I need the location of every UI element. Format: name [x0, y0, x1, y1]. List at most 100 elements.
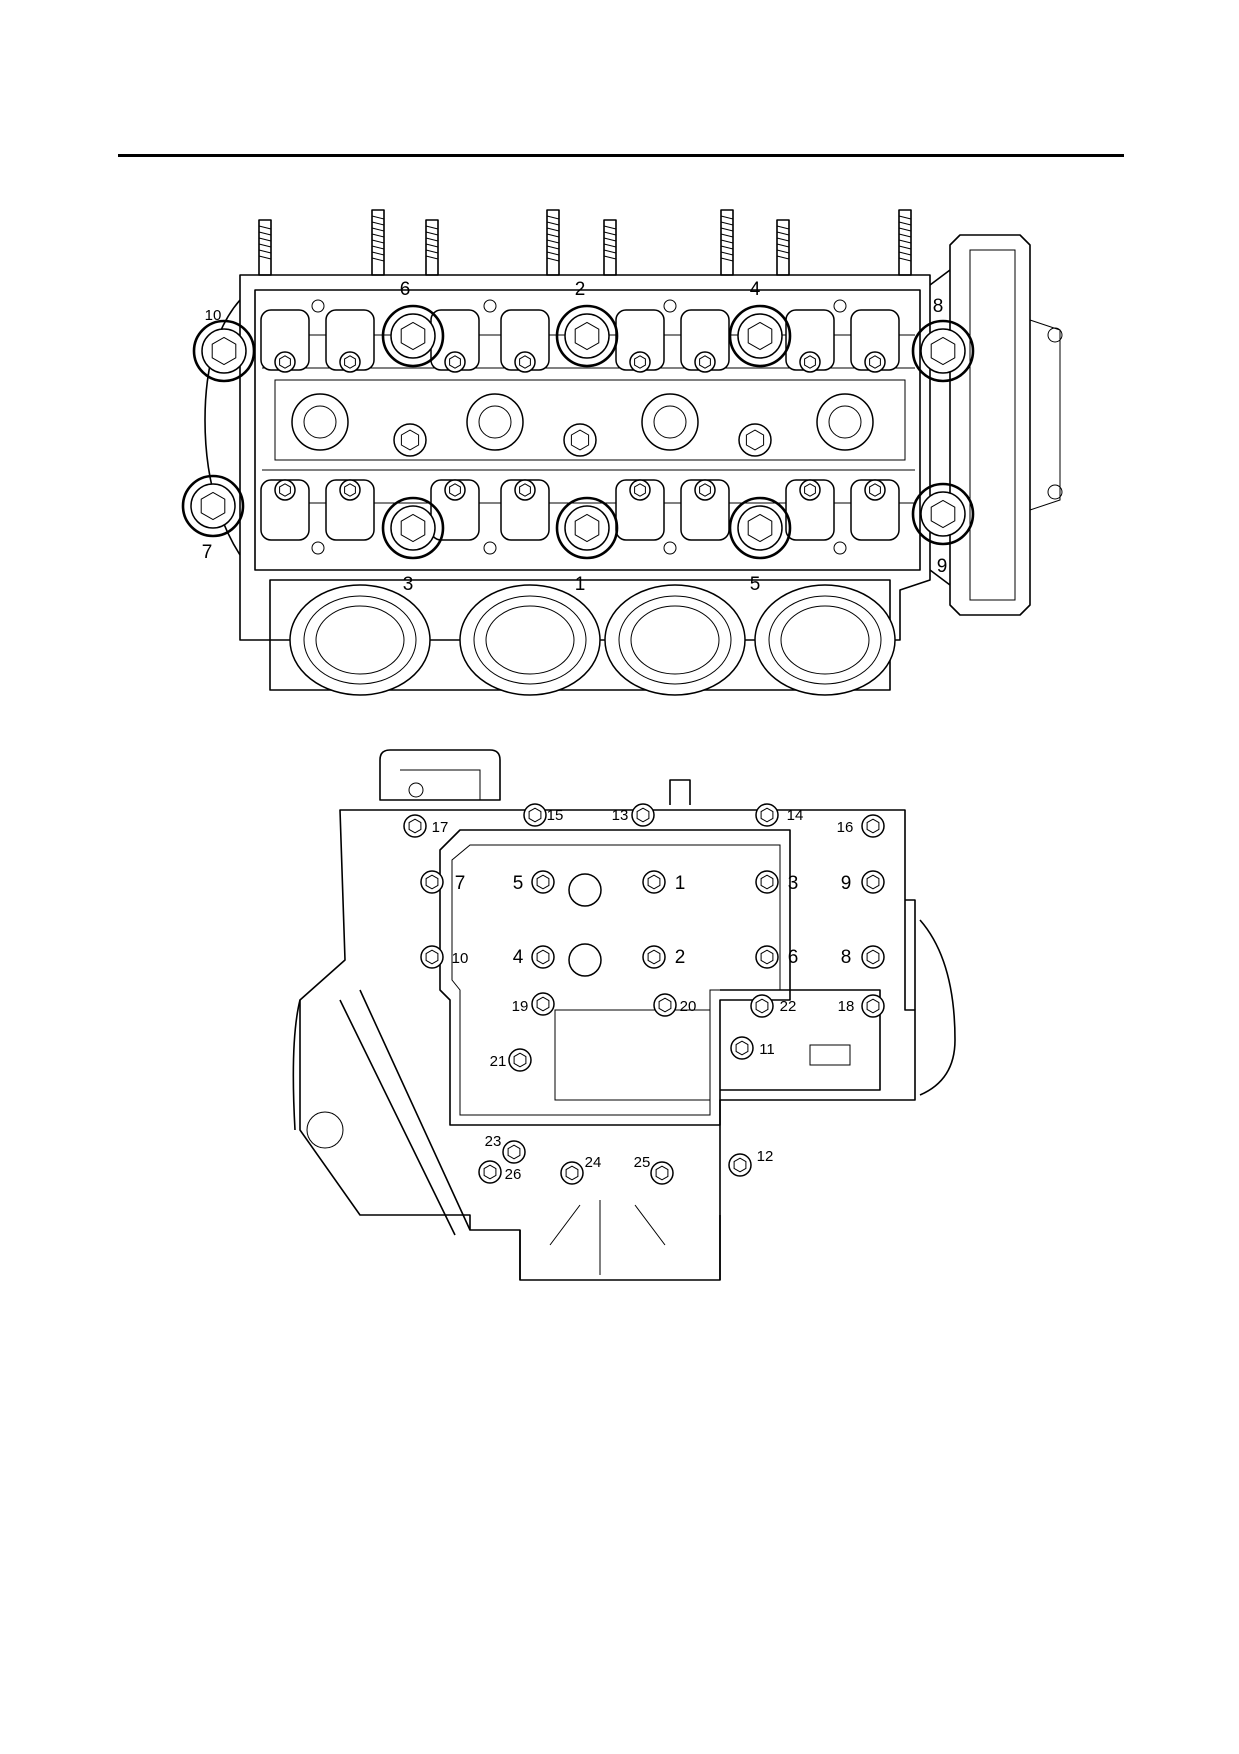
cam-cap-nut	[629, 351, 651, 373]
cam-cap-nut	[864, 479, 886, 501]
center-bolt	[563, 423, 597, 457]
head-callout-4: 4	[750, 279, 761, 300]
crankcase-callout-10: 10	[452, 950, 469, 967]
spark-plug-well	[466, 393, 524, 451]
head-callout-2: 2	[575, 279, 586, 300]
crankcase-callout-17: 17	[432, 819, 449, 836]
crankcase-bolt-9	[861, 870, 885, 894]
center-bolt	[738, 423, 772, 457]
crankcase-callout-13: 13	[612, 807, 629, 824]
head-bolt-ring-6	[381, 304, 445, 368]
crankcase-bolt-16	[861, 814, 885, 838]
intake-port	[459, 584, 601, 696]
intake-port	[604, 584, 746, 696]
cam-cap-nut	[864, 351, 886, 373]
intake-port	[754, 584, 896, 696]
crankcase-callout-24: 24	[585, 1154, 602, 1171]
header-rule	[118, 154, 1124, 157]
crankcase-callout-2: 2	[675, 947, 686, 968]
crankcase-callout-12: 12	[757, 1148, 774, 1165]
crankcase-bolt-23	[502, 1140, 526, 1164]
crankcase-callout-6: 6	[788, 947, 799, 968]
crankcase-callout-11: 11	[759, 1041, 775, 1058]
crankcase-bolt-12	[728, 1153, 752, 1177]
head-bolt-4	[737, 313, 783, 359]
crankcase-callout-4: 4	[513, 947, 524, 968]
head-callout-3: 3	[403, 574, 414, 595]
cam-cap-nut	[799, 351, 821, 373]
head-bolt-ring-5	[728, 496, 792, 560]
crankcase-callout-14: 14	[787, 807, 804, 824]
crankcase-callout-26: 26	[505, 1166, 522, 1183]
head-bolt-6	[390, 313, 436, 359]
crankcase-bolt-21	[508, 1048, 532, 1072]
head-bolt-3	[390, 505, 436, 551]
head-bolt-8	[920, 328, 966, 374]
crankcase-bolt-17	[403, 814, 427, 838]
intake-port	[289, 584, 431, 696]
head-bolt-7	[190, 483, 236, 529]
head-bolt-ring-9	[911, 482, 975, 546]
crankcase-bolt-22	[750, 994, 774, 1018]
crankcase-callout-3: 3	[788, 873, 799, 894]
crankcase-bolt-5	[531, 870, 555, 894]
crankcase-bolt-10	[420, 945, 444, 969]
crankcase-callout-20: 20	[680, 998, 697, 1015]
crankcase-bolt-13	[631, 803, 655, 827]
head-callout-1: 1	[575, 574, 586, 595]
crankcase-callout-7: 7	[455, 873, 466, 894]
head-bolt-ring-10	[192, 319, 256, 383]
crankcase-bolt-25	[650, 1161, 674, 1185]
crankcase-bolt-24	[560, 1161, 584, 1185]
head-bolt-ring-7	[181, 474, 245, 538]
head-bolt-9	[920, 491, 966, 537]
crankcase-bolt-8	[861, 945, 885, 969]
head-bolt-ring-1	[555, 496, 619, 560]
head-callout-5: 5	[750, 574, 761, 595]
head-callout-7: 7	[202, 542, 213, 563]
crankcase-bolt-1	[642, 870, 666, 894]
crankcase-bolt-7	[420, 870, 444, 894]
spark-plug-well	[291, 393, 349, 451]
crankcase-callout-5: 5	[513, 873, 524, 894]
crankcase-bolt-20	[653, 993, 677, 1017]
head-bolt-ring-4	[728, 304, 792, 368]
crankcase-callout-16: 16	[837, 819, 854, 836]
crankcase-drawing	[292, 749, 956, 1281]
crankcase-callout-9: 9	[841, 873, 852, 894]
cylinder-head-drawing	[204, 209, 1063, 696]
center-bolt	[393, 423, 427, 457]
cam-cap-nut	[514, 479, 536, 501]
crankcase-bolt-15	[523, 803, 547, 827]
head-bolt-2	[564, 313, 610, 359]
crankcase-callout-19: 19	[512, 998, 529, 1015]
head-bolt-ring-2	[555, 304, 619, 368]
spark-plug-well	[641, 393, 699, 451]
crankcase-bolt-3	[755, 870, 779, 894]
crankcase-callout-25: 25	[634, 1154, 651, 1171]
crankcase-callout-1: 1	[675, 873, 686, 894]
crankcase-bolt-18	[861, 994, 885, 1018]
head-callout-10: 10	[205, 307, 222, 324]
cam-cap-nut	[444, 479, 466, 501]
spark-plug-well	[816, 393, 874, 451]
head-bolt-1	[564, 505, 610, 551]
head-bolt-ring-3	[381, 496, 445, 560]
crankcase-bolt-19	[531, 992, 555, 1016]
crankcase-bolt-26	[478, 1160, 502, 1184]
crankcase-callout-8: 8	[841, 947, 852, 968]
crankcase-callout-15: 15	[547, 807, 564, 824]
crankcase-bolt-11	[730, 1036, 754, 1060]
cam-cap-nut	[629, 479, 651, 501]
crankcase-callout-18: 18	[838, 998, 855, 1015]
cam-cap-nut	[444, 351, 466, 373]
cam-cap-nut	[694, 351, 716, 373]
cam-cap-nut	[339, 479, 361, 501]
cam-cap-nut	[514, 351, 536, 373]
crankcase-callout-21: 21	[490, 1053, 507, 1070]
head-bolt-ring-8	[911, 319, 975, 383]
crankcase-bolt-14	[755, 803, 779, 827]
crankcase-bolt-2	[642, 945, 666, 969]
cam-cap-nut	[274, 479, 296, 501]
